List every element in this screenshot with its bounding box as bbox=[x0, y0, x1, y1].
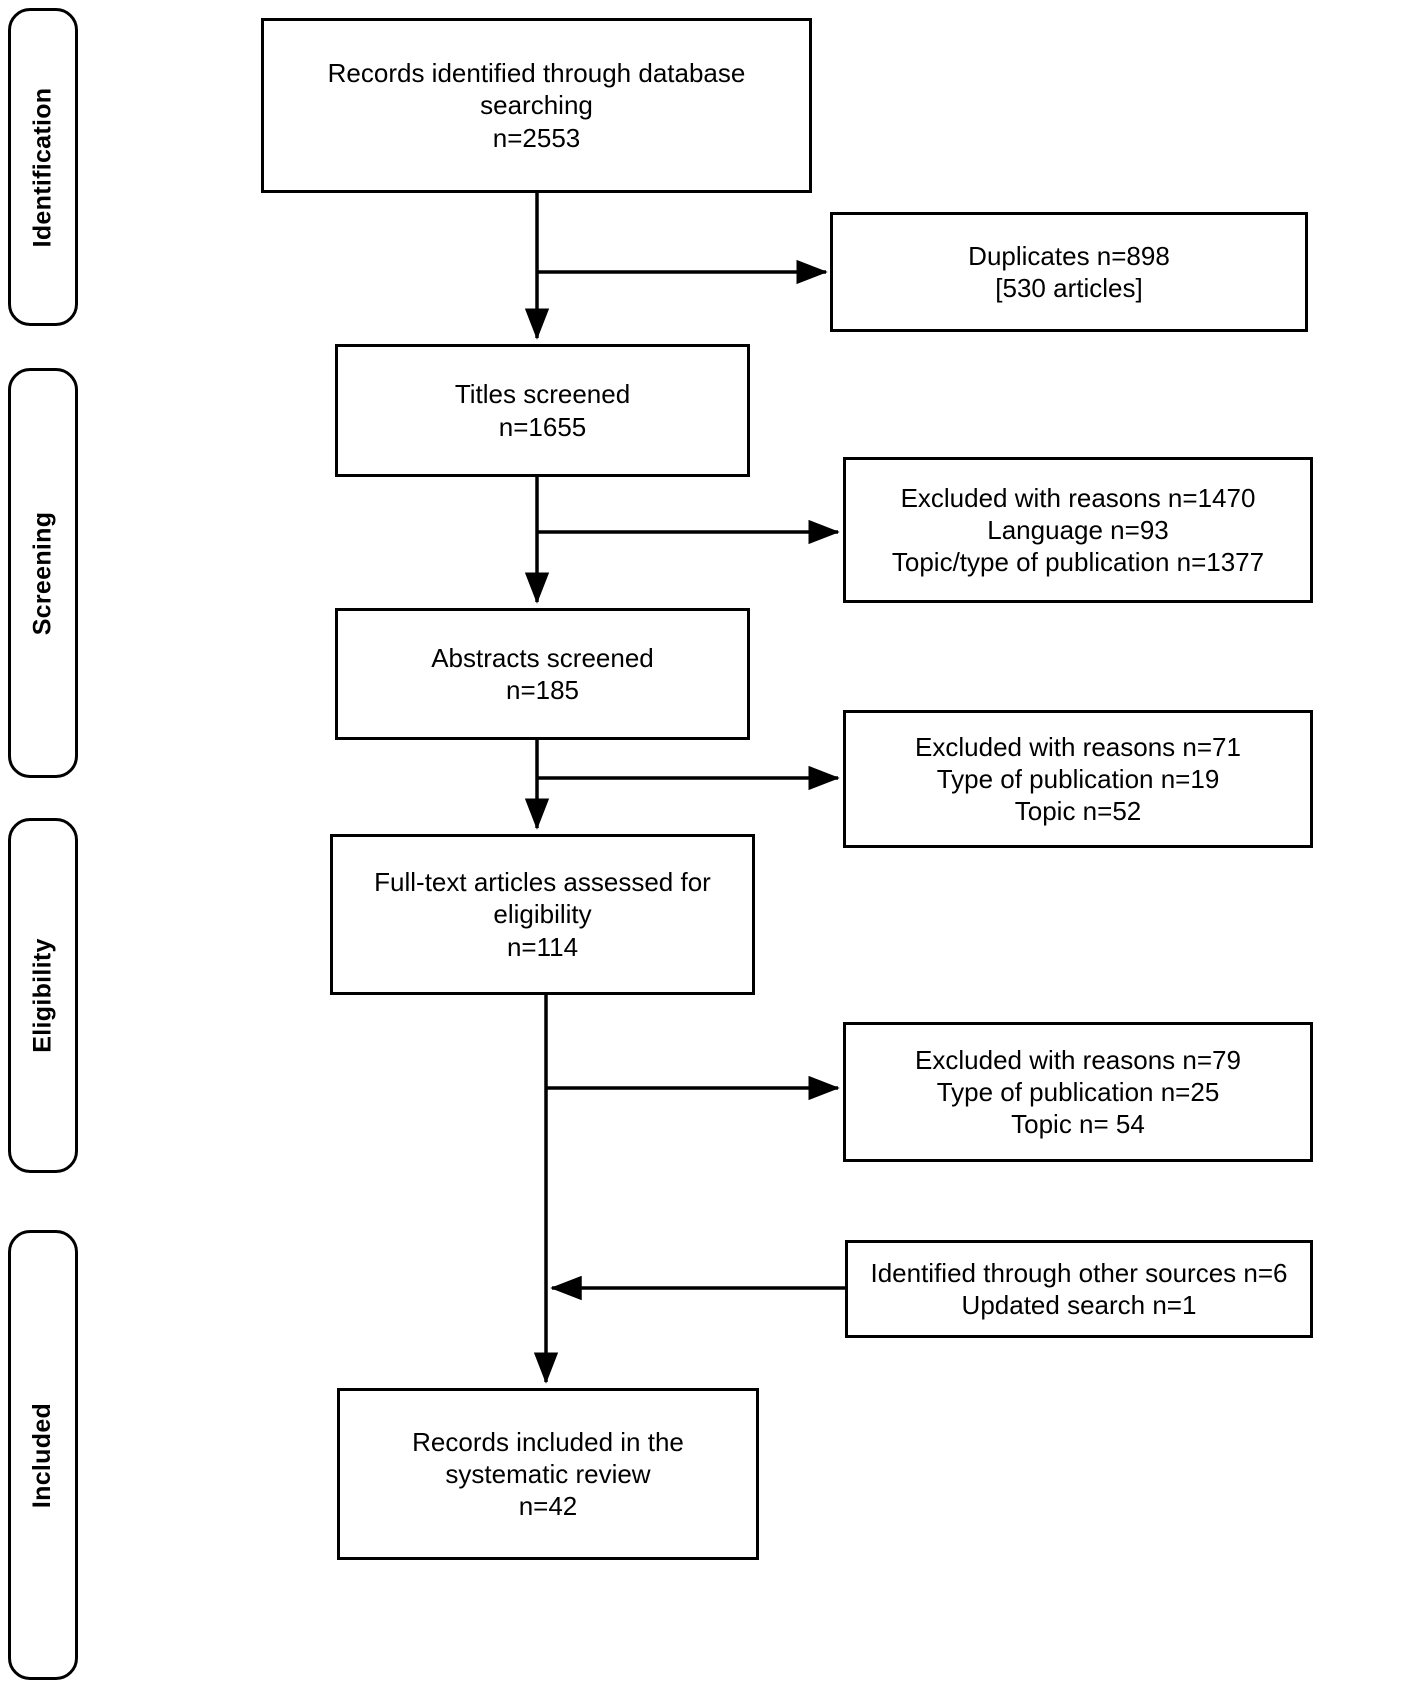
box-records-included: Records included in the systematic revie… bbox=[337, 1388, 759, 1560]
box-excluded-abstracts: Excluded with reasons n=71 Type of publi… bbox=[843, 710, 1313, 848]
box-excluded-titles: Excluded with reasons n=1470 Language n=… bbox=[843, 457, 1313, 603]
box-excluded-titles-text: Excluded with reasons n=1470 Language n=… bbox=[891, 482, 1265, 578]
box-records-identified: Records identified through database sear… bbox=[261, 18, 812, 193]
stage-screening: Screening bbox=[8, 368, 78, 778]
stage-label-identification: Identification bbox=[28, 87, 57, 247]
box-full-text-assessed: Full-text articles assessed for eligibil… bbox=[330, 834, 755, 995]
box-records-identified-text: Records identified through database sear… bbox=[327, 58, 746, 153]
box-excluded-abstracts-text: Excluded with reasons n=71 Type of publi… bbox=[915, 731, 1241, 827]
box-records-included-text: Records included in the systematic revie… bbox=[412, 1426, 684, 1522]
box-abstracts-screened-text: Abstracts screened n=185 bbox=[431, 642, 654, 705]
stage-label-screening: Screening bbox=[28, 511, 57, 635]
box-duplicates-text: Duplicates n=898 [530 articles] bbox=[968, 240, 1170, 303]
box-titles-screened-text: Titles screened n=1655 bbox=[454, 379, 631, 442]
stage-eligibility: Eligibility bbox=[8, 818, 78, 1173]
stage-identification: Identification bbox=[8, 8, 78, 326]
box-abstracts-screened: Abstracts screened n=185 bbox=[335, 608, 750, 740]
stage-label-included: Included bbox=[28, 1402, 57, 1508]
box-duplicates: Duplicates n=898 [530 articles] bbox=[830, 212, 1308, 332]
stage-label-eligibility: Eligibility bbox=[28, 938, 57, 1053]
box-other-sources: Identified through other sources n=6 Upd… bbox=[845, 1240, 1313, 1338]
box-titles-screened: Titles screened n=1655 bbox=[335, 344, 750, 477]
stage-included: Included bbox=[8, 1230, 78, 1680]
box-excluded-fulltext: Excluded with reasons n=79 Type of publi… bbox=[843, 1022, 1313, 1162]
box-excluded-fulltext-text: Excluded with reasons n=79 Type of publi… bbox=[915, 1044, 1241, 1140]
box-full-text-assessed-text: Full-text articles assessed for eligibil… bbox=[374, 867, 711, 962]
box-other-sources-text: Identified through other sources n=6 Upd… bbox=[870, 1257, 1288, 1320]
